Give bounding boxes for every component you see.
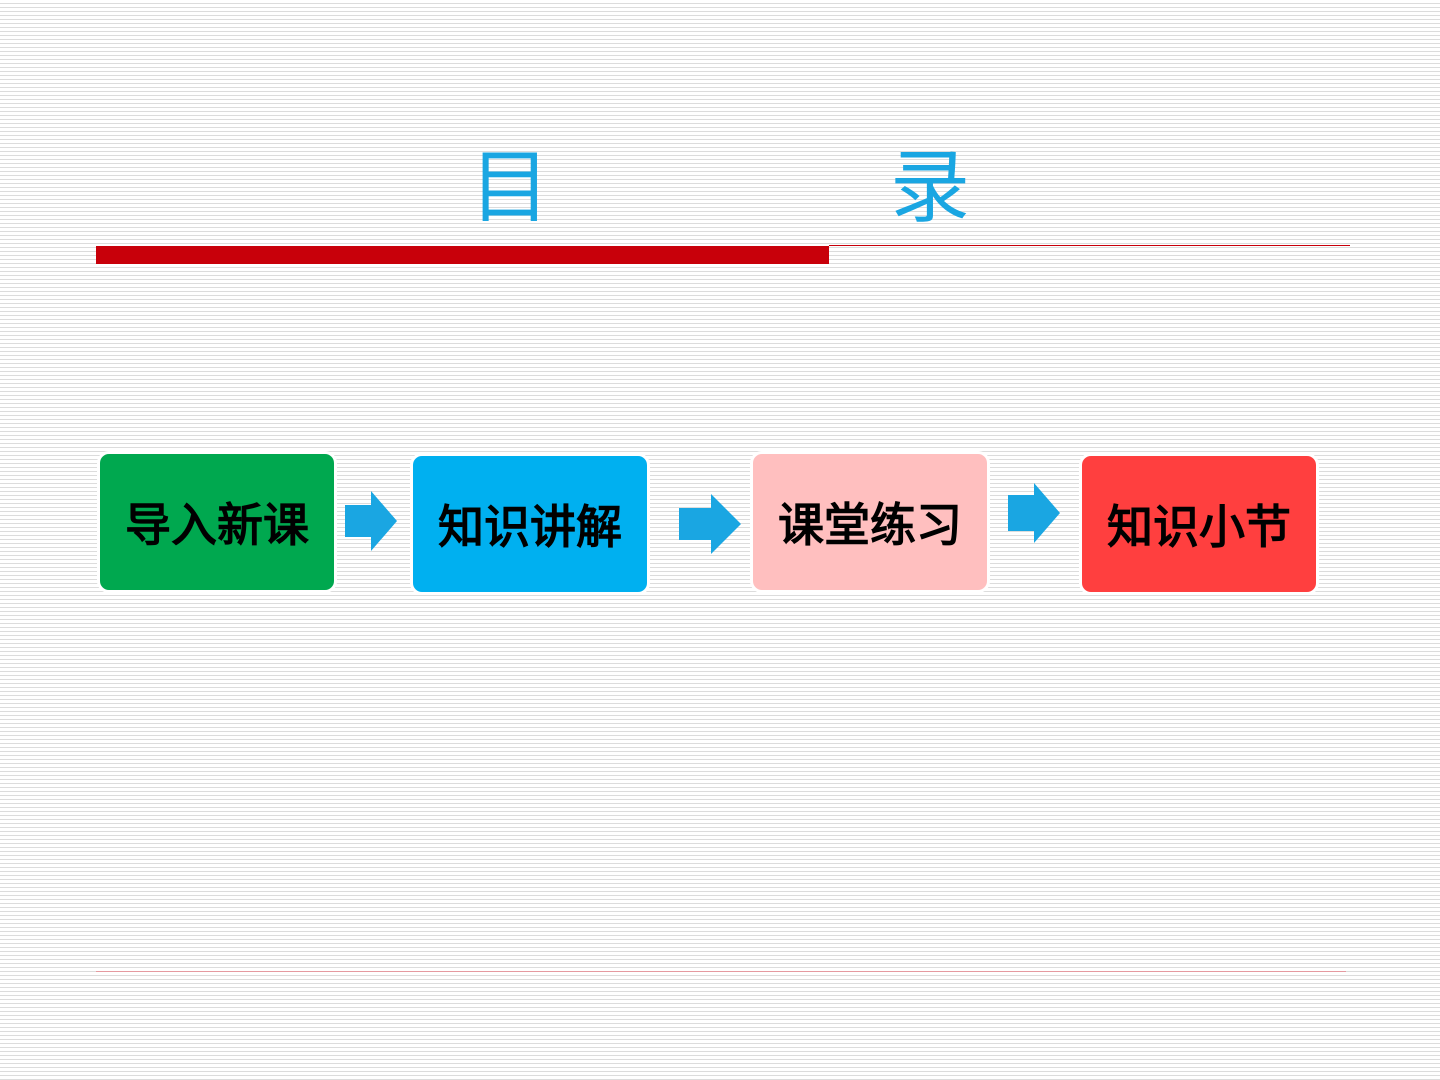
step-box-4[interactable]: 知识小节 [1079,453,1319,595]
footer-divider [96,971,1346,972]
step-box-2[interactable]: 知识讲解 [410,453,650,595]
page-title: 目 录 [470,141,1030,234]
right-arrow-icon [679,494,741,554]
step-box-1[interactable]: 导入新课 [97,451,337,593]
right-arrow-icon [345,491,397,551]
step-box-3[interactable]: 课堂练习 [750,451,990,593]
right-arrow-icon [1008,483,1060,543]
title-underline-thick [96,246,829,264]
title-underline-thin [829,245,1350,246]
